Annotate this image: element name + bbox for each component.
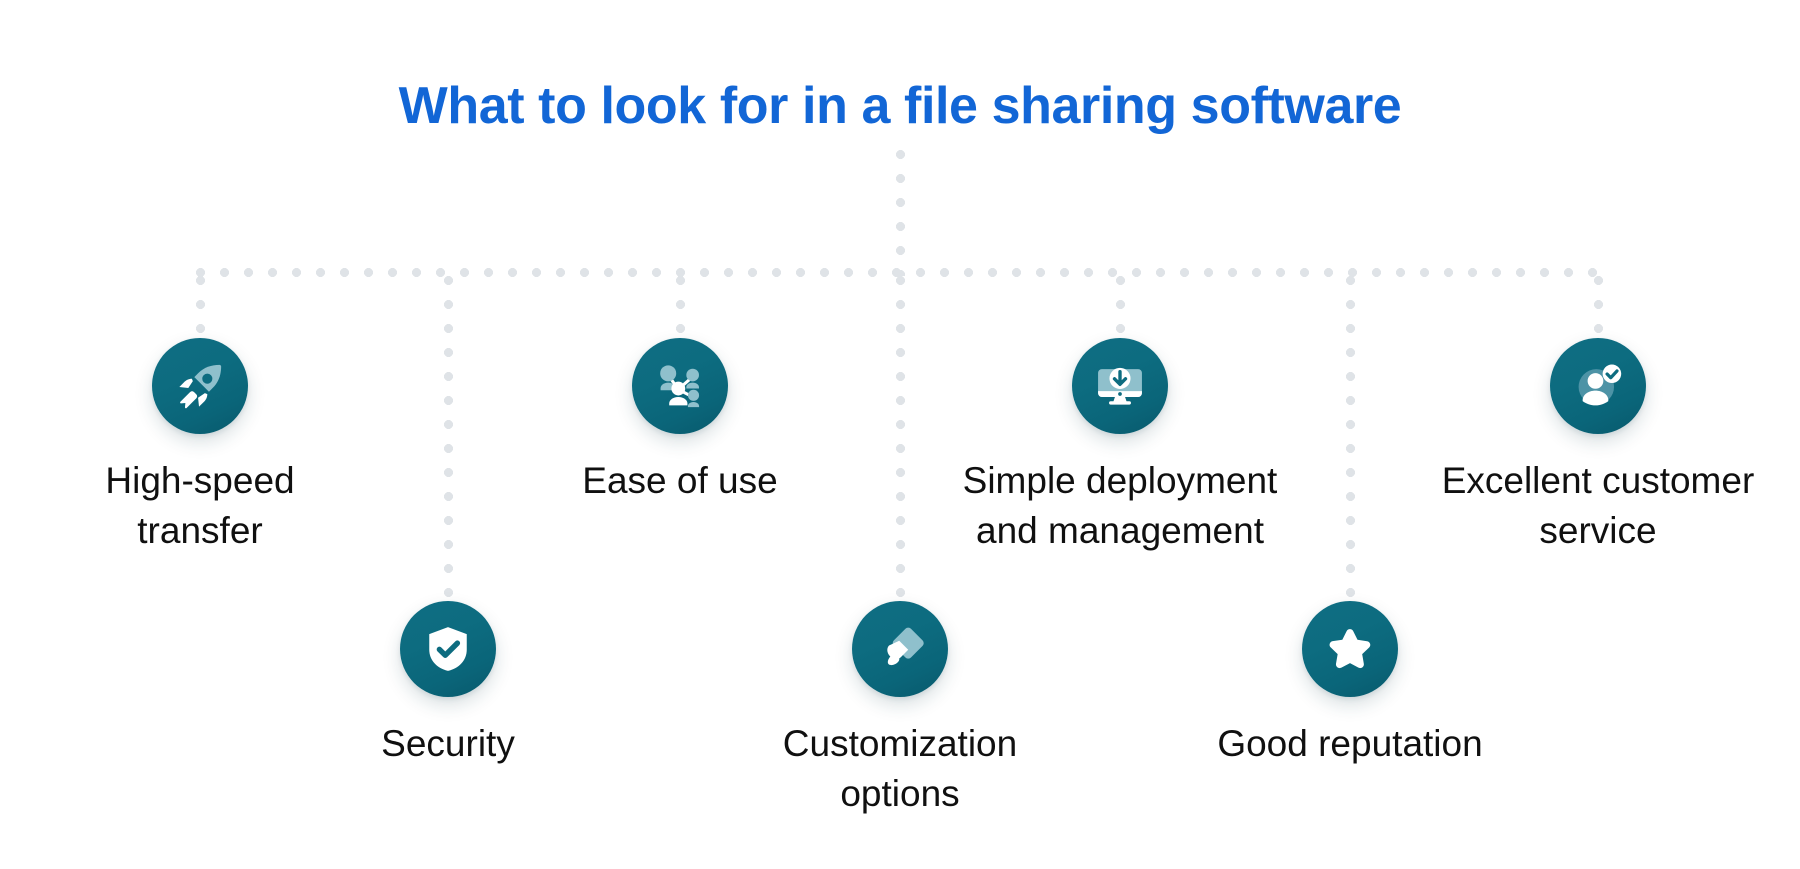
icon-wrapper	[1302, 601, 1398, 697]
connector-drop-customization-options	[896, 276, 905, 601]
node-label: Good reputation	[1217, 723, 1483, 764]
node-label: Simple deployment and management	[962, 460, 1278, 552]
node-high-speed-transfer[interactable]: High-speed transfer	[20, 338, 380, 557]
node-label: Excellent customer service	[1441, 460, 1755, 552]
node-customization-options[interactable]: Customization options	[720, 601, 1080, 820]
paint-roller-icon	[852, 601, 948, 697]
icon-wrapper	[632, 338, 728, 434]
user-check-icon	[1550, 338, 1646, 434]
icon-wrapper	[1550, 338, 1646, 434]
node-ease-of-use[interactable]: Ease of use	[500, 338, 860, 506]
connector-drop-simple-deployment	[1116, 276, 1125, 338]
connector-drop-security	[444, 276, 453, 601]
icon-wrapper	[1072, 338, 1168, 434]
node-label: High-speed transfer	[105, 460, 295, 552]
icon-wrapper	[152, 338, 248, 434]
connector-drop-high-speed-transfer	[196, 276, 205, 338]
node-good-reputation[interactable]: Good reputation	[1170, 601, 1530, 769]
connector-drop-excellent-customer-service	[1594, 276, 1603, 338]
icon-wrapper	[400, 601, 496, 697]
node-security[interactable]: Security	[268, 601, 628, 769]
node-label: Ease of use	[582, 460, 778, 501]
node-excellent-customer-service[interactable]: Excellent customer service	[1418, 338, 1778, 557]
monitor-download-icon	[1072, 338, 1168, 434]
rocket-icon	[152, 338, 248, 434]
connector-stem-title	[896, 150, 905, 276]
connector-drop-ease-of-use	[676, 276, 685, 338]
page-title: What to look for in a file sharing softw…	[398, 77, 1402, 135]
node-label: Security	[381, 723, 515, 764]
node-label: Customization options	[782, 723, 1018, 815]
icon-wrapper	[852, 601, 948, 697]
connector-bus-horizontal	[196, 268, 1603, 277]
shield-check-icon	[400, 601, 496, 697]
star-icon	[1302, 601, 1398, 697]
network-users-icon	[632, 338, 728, 434]
connector-drop-good-reputation	[1346, 276, 1355, 601]
node-simple-deployment-and-management[interactable]: Simple deployment and management	[940, 338, 1300, 557]
